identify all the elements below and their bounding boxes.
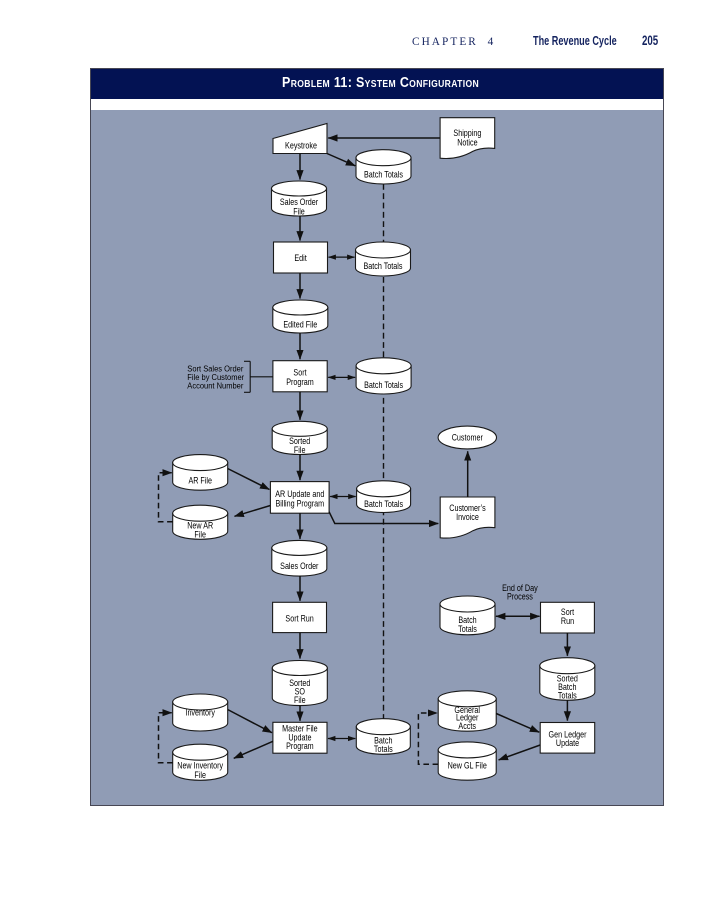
svg-text:File by Customer: File by Customer	[187, 373, 244, 382]
svg-text:Program: Program	[286, 377, 314, 387]
svg-text:Batch: Batch	[374, 736, 392, 746]
svg-text:Sort: Sort	[561, 607, 575, 617]
svg-text:AR Update and: AR Update and	[275, 489, 324, 499]
svg-text:Customer: Customer	[452, 433, 483, 443]
svg-text:File: File	[194, 530, 206, 540]
svg-text:Batch Totals: Batch Totals	[364, 170, 403, 180]
svg-text:SO: SO	[295, 687, 305, 697]
svg-text:Batch: Batch	[458, 615, 476, 625]
svg-text:Totals: Totals	[374, 744, 393, 754]
svg-text:Accts: Accts	[458, 721, 476, 731]
svg-text:Sort Sales Order: Sort Sales Order	[187, 364, 243, 373]
svg-text:Master File: Master File	[282, 724, 318, 734]
svg-text:Keystroke: Keystroke	[285, 141, 317, 151]
svg-text:File: File	[194, 770, 206, 780]
svg-text:Totals: Totals	[458, 624, 477, 634]
svg-text:General: General	[454, 705, 480, 715]
svg-text:Inventory: Inventory	[185, 708, 215, 718]
svg-text:AR File: AR File	[188, 476, 212, 486]
svg-text:File: File	[293, 207, 305, 217]
svg-text:Sales Order: Sales Order	[280, 561, 319, 571]
svg-text:Sorted: Sorted	[289, 678, 310, 688]
svg-text:Batch: Batch	[558, 682, 576, 692]
svg-text:New AR: New AR	[187, 521, 213, 531]
svg-text:Batch Totals: Batch Totals	[364, 380, 403, 390]
svg-text:Gen Ledger: Gen Ledger	[549, 730, 587, 740]
svg-text:Edited File: Edited File	[283, 320, 317, 330]
svg-text:Account Number: Account Number	[187, 381, 243, 390]
svg-text:End of Day: End of Day	[502, 583, 538, 593]
svg-text:Customer’s: Customer’s	[449, 503, 485, 513]
svg-text:Batch Totals: Batch Totals	[364, 261, 403, 271]
svg-text:Notice: Notice	[457, 138, 478, 148]
svg-text:Shipping: Shipping	[453, 128, 481, 138]
svg-text:Edit: Edit	[294, 253, 307, 263]
svg-text:File: File	[294, 445, 306, 455]
svg-text:Totals: Totals	[558, 691, 577, 701]
svg-text:Run: Run	[561, 616, 574, 626]
svg-text:Update: Update	[556, 738, 580, 748]
svg-text:Sales Order: Sales Order	[280, 197, 319, 207]
svg-text:Invoice: Invoice	[456, 512, 479, 522]
svg-text:Sorted: Sorted	[557, 674, 578, 684]
svg-text:Billing Program: Billing Program	[275, 499, 324, 509]
svg-text:Sort Run: Sort Run	[285, 614, 313, 624]
svg-text:New GL File: New GL File	[448, 761, 488, 771]
svg-text:Sort: Sort	[293, 368, 307, 378]
svg-text:File: File	[294, 695, 306, 705]
svg-text:Sorted: Sorted	[289, 436, 310, 446]
svg-text:Ledger: Ledger	[456, 713, 479, 723]
svg-text:Program: Program	[286, 741, 314, 751]
svg-text:Process: Process	[507, 592, 533, 602]
svg-text:Batch Totals: Batch Totals	[364, 499, 403, 509]
svg-text:Update: Update	[288, 733, 312, 743]
svg-text:New Inventory: New Inventory	[177, 761, 224, 771]
